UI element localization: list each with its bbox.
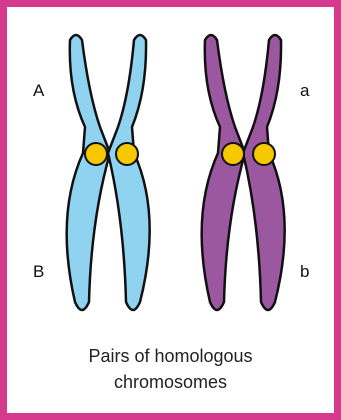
allele-label-A: A <box>33 82 44 99</box>
chromatid-right-1 <box>202 35 245 310</box>
centromere-right-1 <box>222 143 244 165</box>
chromatid-left-1 <box>67 35 110 310</box>
chromosome-pair-left <box>67 35 150 310</box>
centromere-left-1 <box>85 143 107 165</box>
allele-label-B: B <box>33 263 44 280</box>
caption-line-1: Pairs of homologous <box>0 344 341 369</box>
centromere-left-2 <box>116 143 138 165</box>
chromatid-right-2 <box>243 35 285 310</box>
allele-label-a: a <box>300 82 309 99</box>
centromere-right-2 <box>253 143 275 165</box>
chromosome-pair-right <box>202 35 285 310</box>
chromatid-left-2 <box>108 35 150 310</box>
allele-label-b: b <box>300 263 309 280</box>
caption-line-2: chromosomes <box>0 370 341 395</box>
